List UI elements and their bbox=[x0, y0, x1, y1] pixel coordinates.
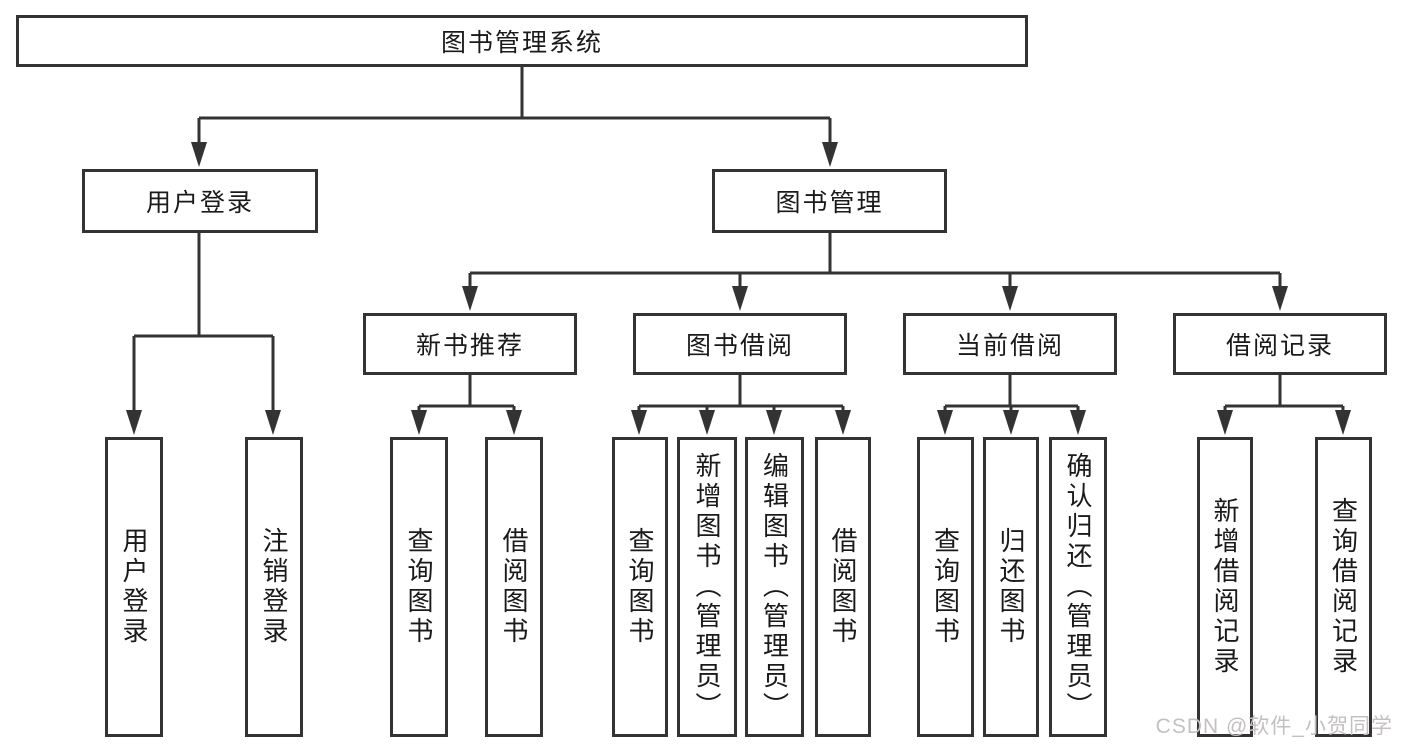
node-root-system: 图书管理系统 bbox=[16, 15, 1028, 67]
leaf-query-borrow-record: 查询借阅记录 bbox=[1315, 437, 1372, 737]
leaf-query-books-3: 查询图书 bbox=[917, 437, 974, 737]
node-borrow-records: 借阅记录 bbox=[1173, 313, 1387, 375]
leaf-edit-books-admin: 编辑图书（管理员） bbox=[745, 437, 804, 737]
arrowhead bbox=[1002, 286, 1018, 311]
arrowhead bbox=[191, 142, 207, 167]
leaf-logout: 注销登录 bbox=[245, 437, 303, 737]
arrowhead bbox=[1335, 410, 1351, 435]
arrowhead bbox=[411, 410, 427, 435]
connector-borrow-to-leaves bbox=[631, 375, 851, 435]
node-current-borrow: 当前借阅 bbox=[903, 313, 1117, 375]
connector-root-to-level2 bbox=[191, 67, 838, 167]
leaf-return-books: 归还图书 bbox=[983, 437, 1039, 737]
connector-login-to-leaves bbox=[126, 233, 281, 435]
connector-records-to-leaves bbox=[1217, 375, 1351, 435]
leaf-borrow-books-2: 借阅图书 bbox=[815, 437, 871, 737]
leaf-query-books-2: 查询图书 bbox=[612, 437, 668, 737]
leaf-add-borrow-record: 新增借阅记录 bbox=[1197, 437, 1253, 737]
connector-newbook-to-leaves bbox=[411, 375, 522, 435]
arrowhead bbox=[506, 410, 522, 435]
node-user-login: 用户登录 bbox=[82, 169, 318, 233]
connector-current-to-leaves bbox=[937, 375, 1086, 435]
arrowhead bbox=[631, 410, 647, 435]
arrowhead bbox=[462, 286, 478, 311]
arrowhead bbox=[1217, 410, 1233, 435]
leaf-add-books-admin: 新增图书（管理员） bbox=[677, 437, 737, 737]
arrowhead bbox=[835, 410, 851, 435]
arrowhead bbox=[699, 410, 715, 435]
node-new-book-recommend: 新书推荐 bbox=[363, 313, 577, 375]
arrowhead bbox=[1272, 286, 1288, 311]
arrowhead bbox=[1003, 410, 1019, 435]
leaf-query-books-1: 查询图书 bbox=[390, 437, 448, 737]
arrowhead bbox=[265, 410, 281, 435]
leaf-confirm-return-admin: 确认归还（管理员） bbox=[1049, 437, 1107, 737]
arrowhead bbox=[766, 410, 782, 435]
arrowhead bbox=[126, 410, 142, 435]
node-book-management: 图书管理 bbox=[712, 169, 947, 233]
leaf-borrow-books-1: 借阅图书 bbox=[485, 437, 543, 737]
arrowhead bbox=[937, 410, 953, 435]
arrowhead bbox=[732, 286, 748, 311]
csdn-watermark: CSDN @软件_小贺同学 bbox=[1155, 715, 1393, 738]
connector-bookmgmt-to-level3 bbox=[462, 233, 1288, 311]
leaf-user-login: 用户登录 bbox=[105, 437, 163, 737]
arrowhead bbox=[1070, 410, 1086, 435]
arrowhead bbox=[822, 142, 838, 167]
node-book-borrow: 图书借阅 bbox=[633, 313, 847, 375]
